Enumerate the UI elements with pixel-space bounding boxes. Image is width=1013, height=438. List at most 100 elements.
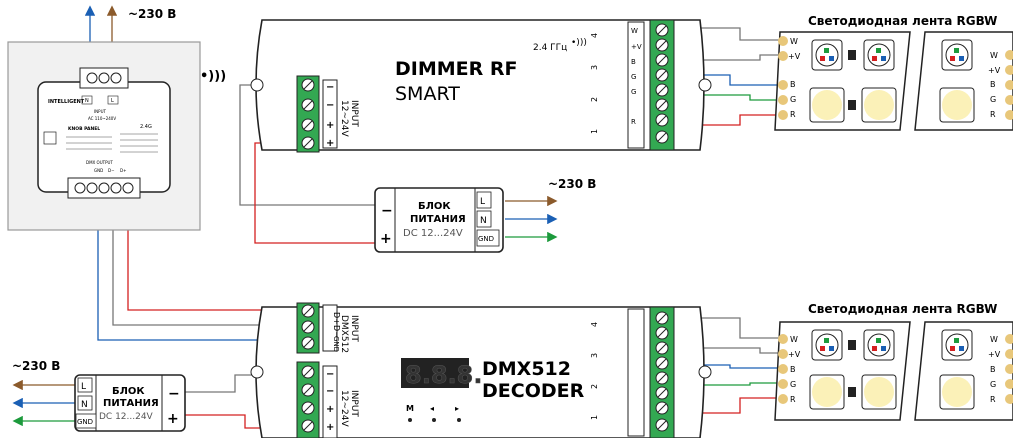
- dimmer-input-label: INPUT: [349, 100, 359, 127]
- decoder-btn-right-dot: [457, 418, 461, 422]
- strip-top-pin-b: B: [790, 80, 796, 89]
- panel-pin-l: L: [111, 98, 114, 104]
- dimmer-input-volt: 12~24V: [339, 100, 349, 137]
- psu-bottom-pin-n: N: [81, 400, 88, 410]
- decoder-dmx-dplus: D+: [332, 312, 341, 325]
- psu-top-pin-l: L: [480, 197, 485, 207]
- dimmer-term-1: −: [326, 82, 334, 93]
- decoder-ch-1: 1: [590, 415, 599, 420]
- strip-top-pin-v: +V: [788, 52, 801, 61]
- strip-bottom-pin-b: B: [790, 365, 796, 374]
- dimmer-freq: 2.4 ГГц: [533, 43, 567, 53]
- dimmer-rf: DIMMER RF SMART 2.4 ГГц •))) − − + + INP…: [250, 19, 712, 153]
- dimmer-subtitle: SMART: [395, 83, 460, 105]
- panel-dmx-dminus: D−: [108, 168, 114, 173]
- strip-top-title: Светодиодная лента RGBW: [808, 14, 997, 28]
- panel-dmx-gnd: GND: [94, 168, 103, 173]
- psu-bottom-pin-gnd: GND: [77, 418, 93, 426]
- panel-input: INPUT: [94, 109, 107, 114]
- strip-bottom-title: Светодиодная лента RGBW: [808, 302, 997, 316]
- psu-bottom: L N GND БЛОК ПИТАНИЯ DC 12...24V − +: [74, 374, 186, 432]
- dimmer-out-b: B: [631, 58, 636, 66]
- strip-bottom-pin-v2: +V: [988, 350, 1001, 359]
- mid-voltage-label: ~230 В: [548, 177, 596, 191]
- decoder-display-digits: 8.8.8.: [405, 361, 482, 389]
- strip-bottom-pin-w: W: [790, 335, 798, 344]
- panel-dmx-output: DMX OUTPUT: [86, 160, 113, 165]
- strip-bottom-solder-pads: [778, 334, 1013, 404]
- decoder-btn-m-dot: [408, 418, 412, 422]
- decoder-btn-left: ◂: [430, 404, 434, 413]
- led-strip-bottom: Светодиодная лента RGBW W +V B G R W +V …: [774, 302, 1013, 421]
- strip-bottom-pin-g2: G: [990, 380, 996, 389]
- dimmer-out-g: G: [631, 88, 636, 96]
- decoder-ch-3: 3: [590, 353, 599, 358]
- decoder-ch-4: 4: [590, 322, 599, 327]
- psu-top-body: [374, 187, 504, 253]
- strip-bottom-pin-r: R: [790, 395, 796, 404]
- strip-top-pin-r: R: [790, 110, 796, 119]
- strip-bottom-pin-r2: R: [990, 395, 996, 404]
- strip-bottom-rgb-leds: [811, 329, 973, 361]
- decoder-input-volt: 12~24V: [339, 390, 349, 427]
- decoder-dmx-dminus: D−: [332, 325, 341, 338]
- strip-bottom-pin-g: G: [790, 380, 796, 389]
- decoder-dmx-sub: DMX512: [339, 315, 349, 353]
- decoder-dmx-label: INPUT: [349, 315, 359, 342]
- panel-brand: INTELLIGENT: [48, 99, 85, 105]
- psu-top: − + БЛОК ПИТАНИЯ DC 12...24V L N GND: [374, 187, 504, 253]
- top-voltage-label: ~230 В: [128, 7, 176, 21]
- dimmer-out-v2: G: [631, 73, 636, 81]
- dimmer-term-3: +: [326, 120, 334, 131]
- strip-top-pin-w2: W: [990, 51, 998, 60]
- dimmer-ch-4: 4: [590, 33, 599, 38]
- knob-panel: INTELLIGENT N L INPUT AC 110~240V KNOB P…: [7, 41, 201, 231]
- dimmer-ch-3: 3: [590, 65, 599, 70]
- decoder-title2: DECODER: [482, 380, 585, 402]
- strip-bottom-pin-v: +V: [788, 350, 801, 359]
- dimmer-out-v1: +V: [631, 43, 642, 51]
- psu-top-title2: ПИТАНИЯ: [410, 214, 466, 225]
- psu-top-title1: БЛОК: [418, 201, 451, 212]
- psu-top-plus: +: [380, 231, 392, 247]
- decoder-display: [401, 358, 469, 388]
- strip-bottom-pin-b2: B: [990, 365, 996, 374]
- dimmer-body: [255, 19, 705, 151]
- psu-top-pin-n: N: [480, 216, 487, 226]
- dimmer-title: DIMMER RF: [395, 58, 518, 80]
- decoder-output-screws: [655, 311, 669, 432]
- psu-bottom-pin-l: L: [81, 382, 86, 392]
- strip-bottom-white-leds: [809, 374, 975, 410]
- dimmer-ch-2: 2: [590, 97, 599, 102]
- dimmer-freq-icon: •))): [571, 38, 587, 48]
- decoder-term-1: −: [326, 369, 334, 380]
- psu-bottom-title2: ПИТАНИЯ: [103, 398, 159, 409]
- dimmer-ch-1: 1: [590, 129, 599, 134]
- decoder-dmx-gnd: GND: [332, 336, 340, 352]
- psu-bottom-spec: DC 12...24V: [99, 412, 154, 422]
- decoder-title1: DMX512: [482, 358, 571, 380]
- strip-top-white-leds: [809, 87, 975, 123]
- panel-dmx-dplus: D+: [120, 168, 126, 173]
- psu-top-pin-gnd: GND: [478, 235, 494, 243]
- strip-top-pin-b2: B: [990, 80, 996, 89]
- decoder-btn-left-dot: [432, 418, 436, 422]
- psu-bottom-minus: −: [168, 386, 180, 402]
- dimmer-out-r: R: [631, 118, 636, 126]
- psu-top-minus: −: [381, 203, 393, 219]
- rf-signal-icon: •))): [200, 69, 226, 84]
- panel-dip-switch: [43, 131, 57, 145]
- dimmer-input-terminal: [296, 75, 320, 153]
- dimmer-term-2: −: [326, 100, 334, 111]
- strip-top-pin-v2: +V: [988, 66, 1001, 75]
- dimmer-output-screws: [655, 23, 669, 144]
- panel-pin-n: N: [85, 98, 89, 104]
- panel-freq: 2.4G: [140, 124, 152, 130]
- panel-input-spec: AC 110~240V: [88, 116, 116, 121]
- strip-top-pin-g2: G: [990, 95, 996, 104]
- dimmer-term-4: +: [326, 138, 334, 149]
- led-strip-top: Светодиодная лента RGBW W +V B G R W +V …: [774, 14, 1013, 131]
- psu-bottom-body: [74, 374, 186, 432]
- strip-top-solder-pads: [778, 36, 1013, 120]
